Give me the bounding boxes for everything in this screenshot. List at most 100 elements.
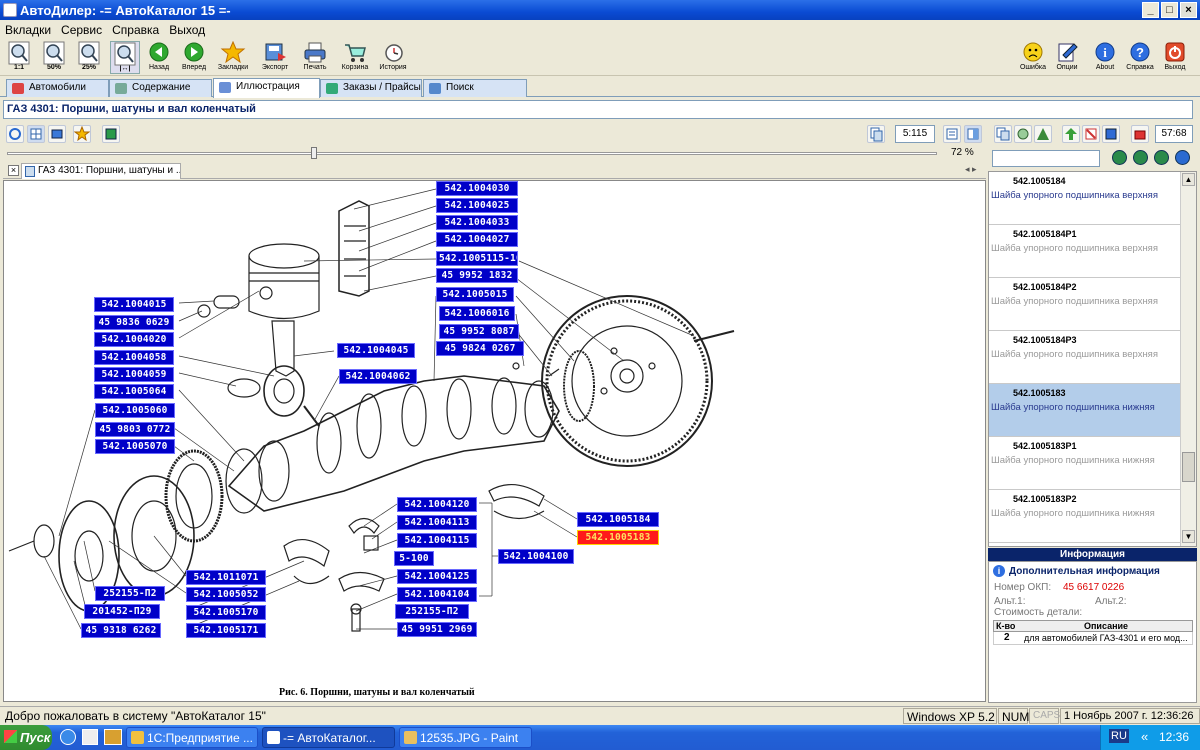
close-button[interactable]: × — [1180, 2, 1197, 18]
part-label[interactable]: 542.1011071 — [186, 570, 266, 585]
minimize-button[interactable]: _ — [1142, 2, 1159, 18]
bookmarks-button[interactable]: Закладки — [216, 40, 250, 72]
part-label[interactable]: 542.1005171 — [186, 623, 266, 638]
zoom-slider-track[interactable] — [7, 152, 937, 155]
part-label[interactable]: 542.1005060 — [95, 403, 175, 418]
tab-contents[interactable]: Содержание — [109, 79, 212, 97]
tray-chevron-icon[interactable]: « — [1141, 729, 1149, 744]
edit-icon[interactable] — [1102, 125, 1120, 143]
desktop-quicklaunch-icon[interactable] — [82, 729, 98, 745]
part-label[interactable]: 542.1004058 — [94, 350, 174, 365]
zoom-slider-thumb[interactable] — [311, 147, 317, 159]
part-label[interactable]: 542.1005015 — [436, 287, 514, 302]
history-button[interactable]: История — [378, 41, 408, 72]
scroll-thumb[interactable] — [1182, 452, 1195, 482]
layers-icon[interactable] — [48, 125, 66, 143]
illustration-canvas[interactable]: 542.1004030 542.1004025 542.1004033 542.… — [3, 180, 986, 702]
export-button[interactable]: Экспорт — [260, 41, 290, 72]
part-label-selected[interactable]: 542.1005183 — [577, 530, 659, 545]
part-label[interactable]: 542.1005115-10 — [436, 251, 518, 266]
zoom-1-1-button[interactable]: 1:1 — [5, 41, 33, 72]
forward-button[interactable]: Вперед — [180, 41, 208, 72]
part-label[interactable]: 542.1005064 — [94, 384, 174, 399]
grid-view-icon[interactable] — [27, 125, 45, 143]
task-autocatalog[interactable]: -= АвтоКаталог... — [262, 727, 395, 748]
table-row[interactable]: 2 для автомобилей ГАЗ-4301 и его мод... — [993, 632, 1193, 645]
document-tab[interactable]: ГАЗ 4301: Поршни, шатуны и ... — [21, 163, 181, 179]
part-label[interactable]: 45 9836 0629 — [94, 315, 174, 330]
cart-button[interactable]: Корзина — [340, 41, 370, 72]
part-label[interactable]: 542.1004020 — [94, 332, 174, 347]
part-label[interactable]: 542.1004120 — [397, 497, 477, 512]
part-label[interactable]: 45 9803 0772 — [95, 422, 175, 437]
doc-tab-scroll-arrows[interactable]: ◂ ▸ — [965, 164, 977, 174]
nav-last-icon[interactable] — [1175, 150, 1190, 165]
about-button[interactable]: i About — [1090, 41, 1120, 72]
part-label[interactable]: 542.1004062 — [339, 369, 417, 384]
part-label[interactable]: 542.1004027 — [436, 232, 518, 247]
part-label[interactable]: 542.1004115 — [397, 533, 477, 548]
part-label[interactable]: 252155-П2 — [95, 586, 165, 601]
app-icon[interactable] — [3, 3, 17, 17]
scroll-down-icon[interactable]: ▼ — [1182, 530, 1195, 543]
image-export-icon[interactable] — [102, 125, 120, 143]
star-icon[interactable] — [73, 125, 91, 143]
exit-button[interactable]: Выход — [1160, 41, 1190, 72]
language-indicator[interactable]: RU — [1109, 729, 1129, 743]
part-label[interactable]: 201452-П29 — [84, 604, 160, 619]
nav-prev-icon[interactable] — [1133, 150, 1148, 165]
list-view-icon[interactable] — [943, 125, 961, 143]
close-doc-icon[interactable]: × — [8, 165, 19, 176]
menu-service[interactable]: Сервис — [61, 23, 103, 37]
part-label[interactable]: 542.1006016 — [439, 306, 515, 321]
tree-icon[interactable] — [1034, 125, 1052, 143]
menu-exit[interactable]: Выход — [169, 23, 206, 37]
task-paint[interactable]: 12535.JPG - Paint — [399, 727, 532, 748]
task-1c[interactable]: 1С:Предприятие ... — [126, 727, 258, 748]
part-label[interactable]: 542.1005052 — [186, 587, 266, 602]
part-label[interactable]: 45 9952 8087 — [439, 324, 519, 339]
refresh-icon[interactable] — [6, 125, 24, 143]
maximize-button[interactable]: □ — [1161, 2, 1178, 18]
print-button[interactable]: Печать — [300, 41, 330, 72]
part-label[interactable]: 542.1004113 — [397, 515, 477, 530]
panel-toggle-icon[interactable] — [964, 125, 982, 143]
part-label[interactable]: 542.1005184 — [577, 512, 659, 527]
tab-cars[interactable]: Автомобили — [6, 79, 109, 97]
part-label[interactable]: 542.1004033 — [436, 215, 518, 230]
part-label[interactable]: 542.1004015 — [94, 297, 174, 312]
app-quicklaunch-icon[interactable] — [104, 729, 122, 745]
parts-search-input[interactable] — [992, 150, 1100, 167]
part-label[interactable]: 542.1004025 — [436, 198, 518, 213]
nav-next-icon[interactable] — [1154, 150, 1169, 165]
part-label[interactable]: 542.1004059 — [94, 367, 174, 382]
back-button[interactable]: Назад — [146, 41, 172, 72]
copy-icon[interactable] — [994, 125, 1012, 143]
part-label[interactable]: 542.1004104 — [397, 587, 477, 602]
part-label[interactable]: 542.1004030 — [436, 181, 518, 196]
refresh-parts-icon[interactable] — [1014, 125, 1032, 143]
options-button[interactable]: Опции — [1052, 41, 1082, 72]
delete-icon[interactable] — [1082, 125, 1100, 143]
part-label[interactable]: 45 9952 1832 — [436, 268, 518, 283]
part-label[interactable]: 252155-П2 — [395, 604, 469, 619]
ie-quicklaunch-icon[interactable] — [60, 729, 76, 745]
menu-tabs[interactable]: Вкладки — [5, 23, 52, 37]
part-label[interactable]: 542.1004100 — [498, 549, 574, 564]
scroll-up-icon[interactable]: ▲ — [1182, 173, 1195, 186]
parts-list-scrollbar[interactable]: ▲ ▼ — [1180, 172, 1196, 546]
zoom-25-button[interactable]: 25% — [75, 41, 103, 72]
part-label[interactable]: 45 9824 0267 — [436, 341, 524, 356]
record-icon[interactable] — [1131, 125, 1149, 143]
zoom-50-button[interactable]: 50% — [40, 41, 68, 72]
copy-page-icon[interactable] — [867, 125, 885, 143]
part-label[interactable]: 45 9318 6262 — [81, 623, 161, 638]
menu-help[interactable]: Справка — [112, 23, 160, 37]
zoom-fit-width-button[interactable]: |↔| — [110, 41, 140, 74]
